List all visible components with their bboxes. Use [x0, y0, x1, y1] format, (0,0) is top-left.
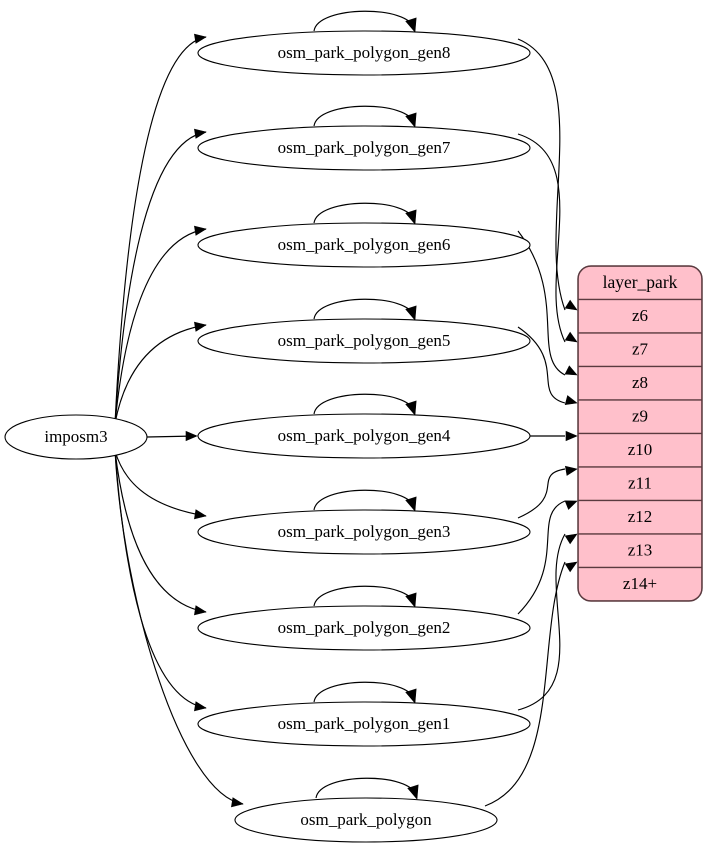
table-row-z12[interactable] [578, 499, 702, 535]
self-loop-edge [313, 489, 415, 511]
node-gen6[interactable]: osm_park_polygon_gen6 [197, 222, 531, 268]
node-shape [197, 125, 531, 171]
self-loop-arrowhead [405, 400, 417, 416]
node-shape [197, 413, 531, 459]
self-loop-edge [313, 105, 415, 127]
node-shape [197, 605, 531, 651]
node-label-gen8: osm_park_polygon_gen8 [278, 43, 451, 62]
node-gen4[interactable]: osm_park_polygon_gen4 [197, 413, 531, 459]
self-loop-edge [313, 393, 415, 415]
node-gen8[interactable]: osm_park_polygon_gen8 [197, 30, 531, 76]
table-row-label-z7: z7 [632, 340, 649, 359]
table-outline [577, 265, 703, 602]
table-row-z8[interactable] [578, 365, 702, 401]
node-label-gen5: osm_park_polygon_gen5 [278, 331, 451, 350]
self-loop-arrowhead [407, 784, 419, 800]
edges-layer [114, 10, 578, 808]
self-loop-arrowhead [405, 688, 417, 704]
node-gen7[interactable]: osm_park_polygon_gen7 [197, 125, 531, 171]
self-loop-edge [313, 681, 415, 703]
self-loop-arrowhead [405, 209, 417, 225]
self-loop-arrowhead [405, 305, 417, 321]
self-loop-edge [315, 777, 417, 799]
table-row-label-z14+: z14+ [623, 574, 657, 593]
node-shape [197, 222, 531, 268]
table-row-label-z8: z8 [632, 373, 648, 392]
node-gen2[interactable]: osm_park_polygon_gen2 [197, 605, 531, 651]
node-label-gen3: osm_park_polygon_gen3 [278, 522, 451, 541]
node-label-gen4: osm_park_polygon_gen4 [278, 426, 451, 445]
node-gen3[interactable]: osm_park_polygon_gen3 [197, 509, 531, 555]
table-row-z13[interactable] [578, 533, 702, 569]
node-shape [197, 509, 531, 555]
nodes-layer: imposm3 osm_park_polygon_gen8 osm_park_pol… [4, 30, 531, 843]
node-shape [197, 701, 531, 747]
table-header-cell[interactable] [578, 266, 702, 301]
table-row-label-z11: z11 [628, 474, 652, 493]
table-row-label-z12: z12 [628, 507, 653, 526]
node-label-gen7: osm_park_polygon_gen7 [278, 138, 451, 157]
self-loop-arrowhead [405, 112, 417, 128]
table-row-z6[interactable] [578, 298, 702, 334]
node-shape [234, 797, 498, 843]
self-loop-edge [313, 298, 415, 320]
layer-park-table: layer_park z6 z7 z8 z9 z10 z11 z12 z13 z14+ [577, 265, 703, 602]
node-shape [197, 318, 531, 364]
node-gen5[interactable]: osm_park_polygon_gen5 [197, 318, 531, 364]
table-row-z11[interactable] [578, 466, 702, 502]
node-shape [4, 414, 148, 460]
node-base[interactable]: osm_park_polygon [234, 797, 498, 843]
table-row-z14+[interactable] [578, 566, 702, 602]
table-row-label-z9: z9 [632, 407, 648, 426]
node-label-base: osm_park_polygon [300, 810, 432, 829]
node-imposm3[interactable]: imposm3 [4, 414, 148, 460]
self-loop-arrowhead [405, 17, 417, 33]
table-row-label-z13: z13 [628, 541, 653, 560]
node-label-imposm3: imposm3 [44, 427, 107, 446]
self-loop-edge [313, 10, 415, 32]
node-label-gen6: osm_park_polygon_gen6 [278, 235, 451, 254]
table-row-z9[interactable] [578, 399, 702, 435]
self-loop-edge [313, 585, 415, 607]
self-loop-arrowhead [405, 496, 417, 512]
self-loop-arrowhead [405, 592, 417, 608]
node-label-gen1: osm_park_polygon_gen1 [278, 714, 451, 733]
self-loop-edge [313, 202, 415, 224]
node-gen1[interactable]: osm_park_polygon_gen1 [197, 701, 531, 747]
table-row-label-z10: z10 [628, 440, 653, 459]
node-label-gen2: osm_park_polygon_gen2 [278, 618, 451, 637]
table-title-label: layer_park [603, 272, 678, 292]
table-row-label-z6: z6 [632, 306, 648, 325]
node-shape [197, 30, 531, 76]
